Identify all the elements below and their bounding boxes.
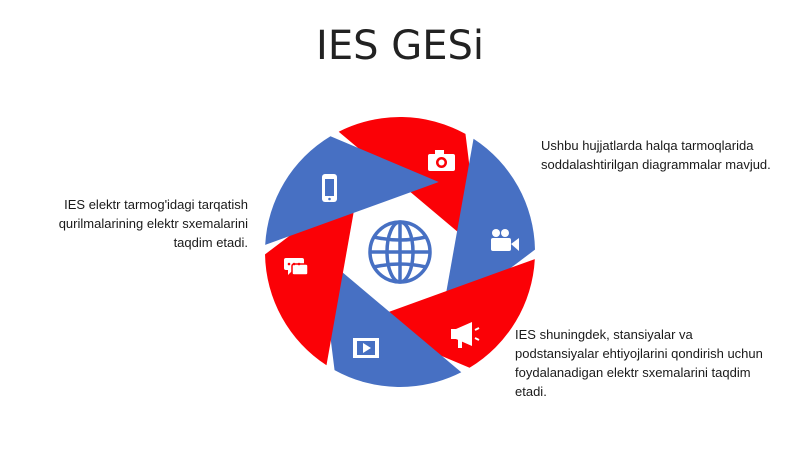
- video-camera-icon: [491, 229, 519, 251]
- megaphone-icon: [451, 322, 480, 348]
- chat-icon: [284, 258, 309, 276]
- wheel-segment-red-3: [361, 259, 535, 368]
- wheel-segment-blue-6: [265, 136, 439, 245]
- globe-icon: [368, 220, 432, 284]
- note-top-right: Ushbu hujjatlarda halqa tarmoqlarida sod…: [541, 138, 771, 172]
- wheel-segment-blue-2: [441, 138, 535, 321]
- phone-icon: [322, 174, 337, 202]
- note-left: IES elektr tarmog'idagi tarqatish qurilm…: [58, 197, 248, 250]
- slide-title: IES GESi: [316, 23, 484, 69]
- film-play-icon: [353, 338, 379, 358]
- wheel-segment-red-5: [265, 183, 359, 366]
- note-bottom-right: IES shuningdek, stansiyalar va podstansi…: [515, 327, 763, 399]
- camera-icon: [428, 150, 455, 171]
